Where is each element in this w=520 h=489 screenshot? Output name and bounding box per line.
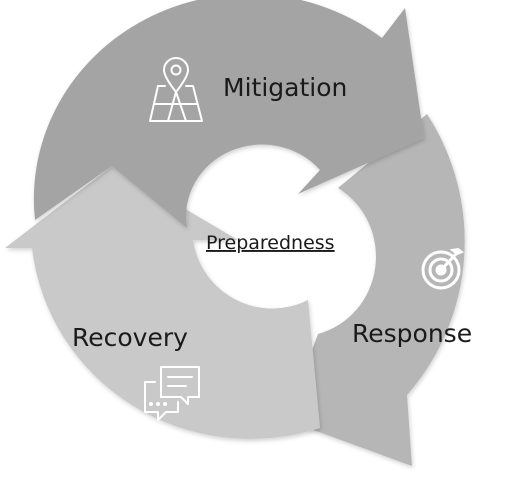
recovery-arrow-segment: [5, 166, 320, 439]
mitigation-arrow-segment: [33, 0, 424, 228]
chat-bubbles-icon: [144, 366, 200, 421]
map-pin-icon: [149, 57, 203, 122]
response-arrow-segment: [286, 114, 465, 466]
mitigation-label: Mitigation: [223, 73, 347, 102]
center-label: Preparedness: [206, 232, 335, 254]
recovery-label: Recovery: [72, 323, 188, 352]
response-label: Response: [352, 319, 472, 348]
target-icon: [421, 247, 465, 290]
